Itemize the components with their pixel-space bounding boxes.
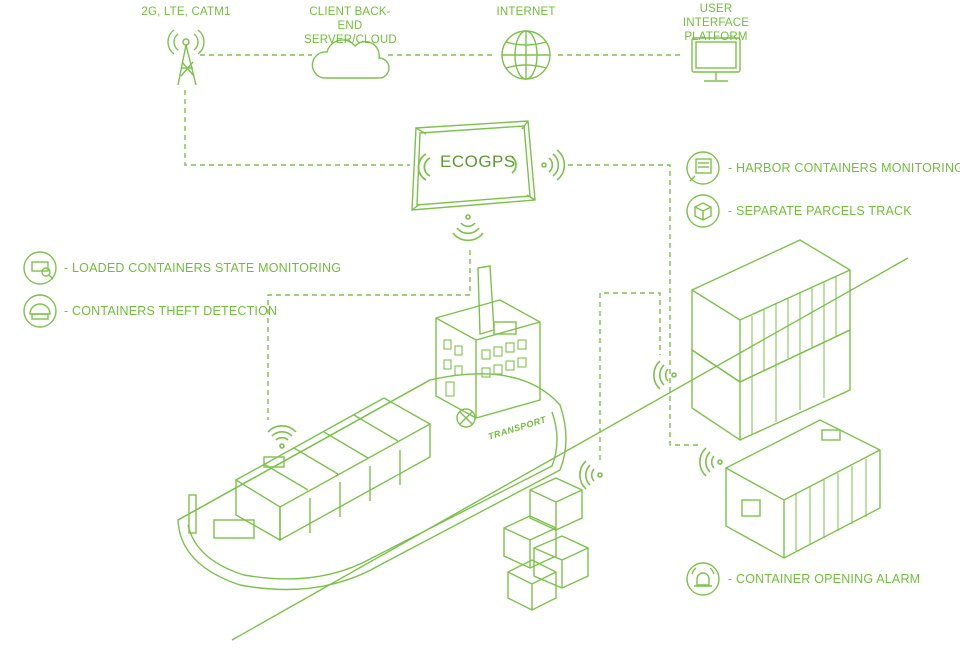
cloud-label: CLIENT BACK-END SERVER/CLOUD <box>304 6 397 46</box>
theft-detection-icon <box>23 294 57 328</box>
cargo-ship-icon <box>177 265 567 591</box>
container-stack-icon <box>691 239 881 559</box>
ground-lines <box>231 257 909 641</box>
feature-opening-alarm: - CONTAINER OPENING ALARM <box>728 572 921 586</box>
globe-icon <box>501 30 551 80</box>
alarm-icon <box>686 562 720 596</box>
device-right-signal-icon <box>541 149 566 181</box>
cloud-icon <box>311 39 390 79</box>
container-low-signal-icon <box>699 447 723 477</box>
internet-label: INTERNET <box>496 6 556 18</box>
feature-harbor-monitoring: - HARBOR CONTAINERS MONITORING <box>728 161 960 175</box>
tower-label: 2G, LTE, CATM1 <box>141 6 231 18</box>
connection-lines <box>184 54 700 460</box>
wifi-signal-icons <box>267 149 723 490</box>
container-signal-icon <box>653 360 677 390</box>
device-bottom-signal-icon <box>452 214 484 242</box>
ui-platform-label: USER INTERFACE PLATFORM <box>682 3 750 43</box>
feature-parcels-track: - SEPARATE PARCELS TRACK <box>728 204 912 218</box>
ship-signal-icon <box>267 425 297 449</box>
parcels-icon <box>503 477 589 611</box>
device-brand: ECOGPS <box>440 152 516 171</box>
monitor-icon <box>691 37 741 82</box>
parcels-signal-icon <box>579 460 603 490</box>
feature-theft-detection: - CONTAINERS THEFT DETECTION <box>64 304 278 318</box>
parcel-track-icon <box>686 194 720 228</box>
container-monitoring-icon <box>23 251 57 285</box>
feature-loaded-monitoring: - LOADED CONTAINERS STATE MONITORING <box>64 261 342 275</box>
feature-icons <box>23 151 720 596</box>
gps-tracker-device-icon <box>411 120 536 211</box>
cell-tower-icon <box>167 29 205 86</box>
harbor-monitoring-icon <box>686 151 720 185</box>
